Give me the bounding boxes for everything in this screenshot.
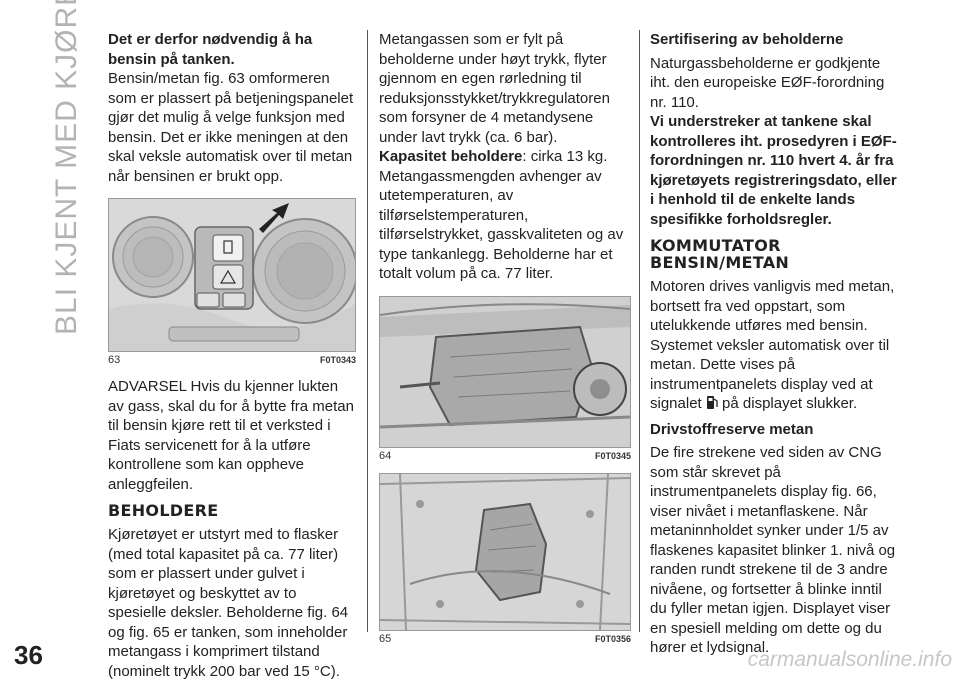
warning-text: ADVARSEL Hvis du kjenner lukten av gass,… (108, 378, 354, 493)
capacity-value: : cirka 13 kg. (522, 148, 608, 165)
page-number: 36 (14, 640, 43, 670)
column-divider-2 (639, 30, 640, 632)
figure-63: 63 F0T0343 (108, 198, 356, 367)
intro-text: Bensin/metan fig. 63 omformeren som er p… (108, 70, 354, 185)
reserve-text: De fire strekene ved siden av CNG som st… (650, 444, 896, 656)
figure-63-number: 63 (108, 354, 121, 366)
figure-64-code: F0T0345 (594, 450, 631, 461)
figure-63-code: F0T0343 (319, 355, 356, 365)
subheading-reserve: Drivstoffreserve metan (650, 420, 814, 438)
certification-text: Naturgassbeholderne er godkjente iht. de… (650, 54, 885, 111)
column-divider-1 (367, 30, 368, 632)
heading-beholdere: BEHOLDERE (108, 501, 219, 520)
figure-64-image (379, 295, 631, 448)
beholdere-text: Kjøretøyet er utstyrt med to flasker (me… (108, 526, 349, 680)
column-3: Sertifisering av beholderne Naturgassbeh… (650, 30, 902, 658)
heading-kommutator: KOMMUTATOR BENSIN/METAN (650, 236, 790, 272)
figure-65-image (379, 472, 631, 631)
kommutator-text-b: på displayet slukker. (722, 395, 858, 412)
tank-underbody-illustration (380, 296, 630, 447)
column-1: Det er derfor nødvendig å ha bensin på t… (108, 30, 356, 681)
dashboard-switch-illustration (109, 199, 355, 351)
figure-63-image (108, 198, 356, 352)
figure-65-number: 65 (379, 632, 392, 645)
capacity-label: Kapasitet beholdere (379, 148, 523, 165)
column-2: Metangassen som er fylt på beholderne un… (379, 30, 631, 656)
subheading-certification: Sertifisering av beholderne (650, 31, 844, 48)
figure-64-number: 64 (379, 449, 392, 462)
intro-bold: Det er derfor nødvendig å ha bensin på t… (108, 31, 313, 68)
kommutator-text-a: Motoren drives vanligvis med metan, bort… (650, 278, 895, 412)
certification-bold-text: Vi understreker at tankene skal kontroll… (650, 113, 897, 228)
figure-64: 64 F0T0345 (379, 295, 631, 463)
watermark: carmanualsonline.info (747, 648, 952, 671)
gas-amount-text: Metangassmengden avhenger av utetemperat… (379, 167, 624, 283)
figure-65-code: F0T0356 (594, 633, 631, 644)
fuel-pump-icon (706, 395, 718, 410)
figure-65: 65 F0T0356 (379, 472, 631, 646)
chapter-side-title: BLI KJENT MED KJØRETØYET (50, 0, 83, 335)
gas-flow-text: Metangassen som er fylt på beholderne un… (379, 31, 610, 146)
tank-floor-illustration (380, 473, 630, 630)
